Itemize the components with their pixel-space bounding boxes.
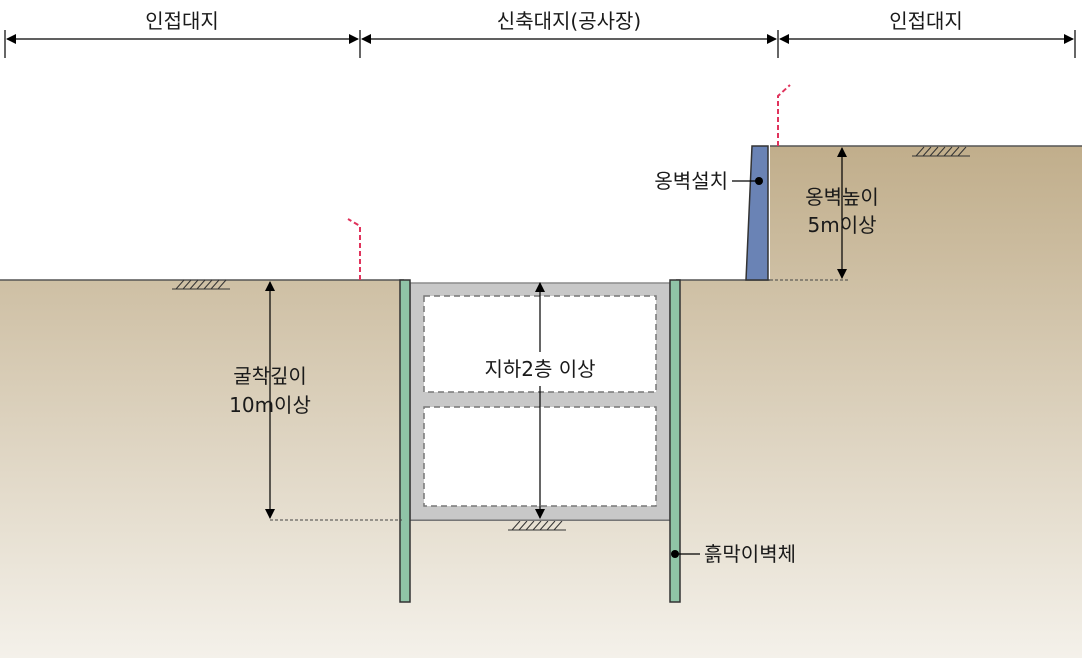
ground-hatch-bottom: [508, 520, 566, 531]
excavation-depth-label-1: 굴착깊이: [233, 364, 307, 388]
lot-dimension-lines: [4, 30, 1076, 58]
basement-label-bg: [470, 352, 610, 386]
left-lot-label: 인접대지: [145, 9, 219, 33]
center-lot-label: 신축대지(공사장): [497, 9, 641, 33]
earth-wall-right: [669, 279, 681, 603]
ground-hatch-right: [912, 146, 970, 157]
retaining-wall-leader-dot: [755, 177, 763, 185]
basement-label: 지하2층 이상: [484, 357, 595, 381]
excavation-depth-label-2: 10m이상: [229, 393, 311, 417]
wall-height-label-1: 옹벽높이: [805, 185, 879, 209]
boundary-marker-right: [777, 84, 791, 146]
right-lot-label: 인접대지: [889, 9, 963, 33]
wall-height-label-2: 5m이상: [807, 213, 876, 237]
retaining-wall-label: 옹벽설치: [654, 169, 728, 193]
earth-wall-left: [399, 279, 411, 603]
retaining-wall: [745, 145, 769, 281]
boundary-marker-left: [347, 218, 361, 280]
ground-soil: [0, 146, 1082, 658]
earth-wall-label: 흙막이벽체: [704, 542, 796, 566]
ground-hatch-left: [172, 279, 230, 290]
